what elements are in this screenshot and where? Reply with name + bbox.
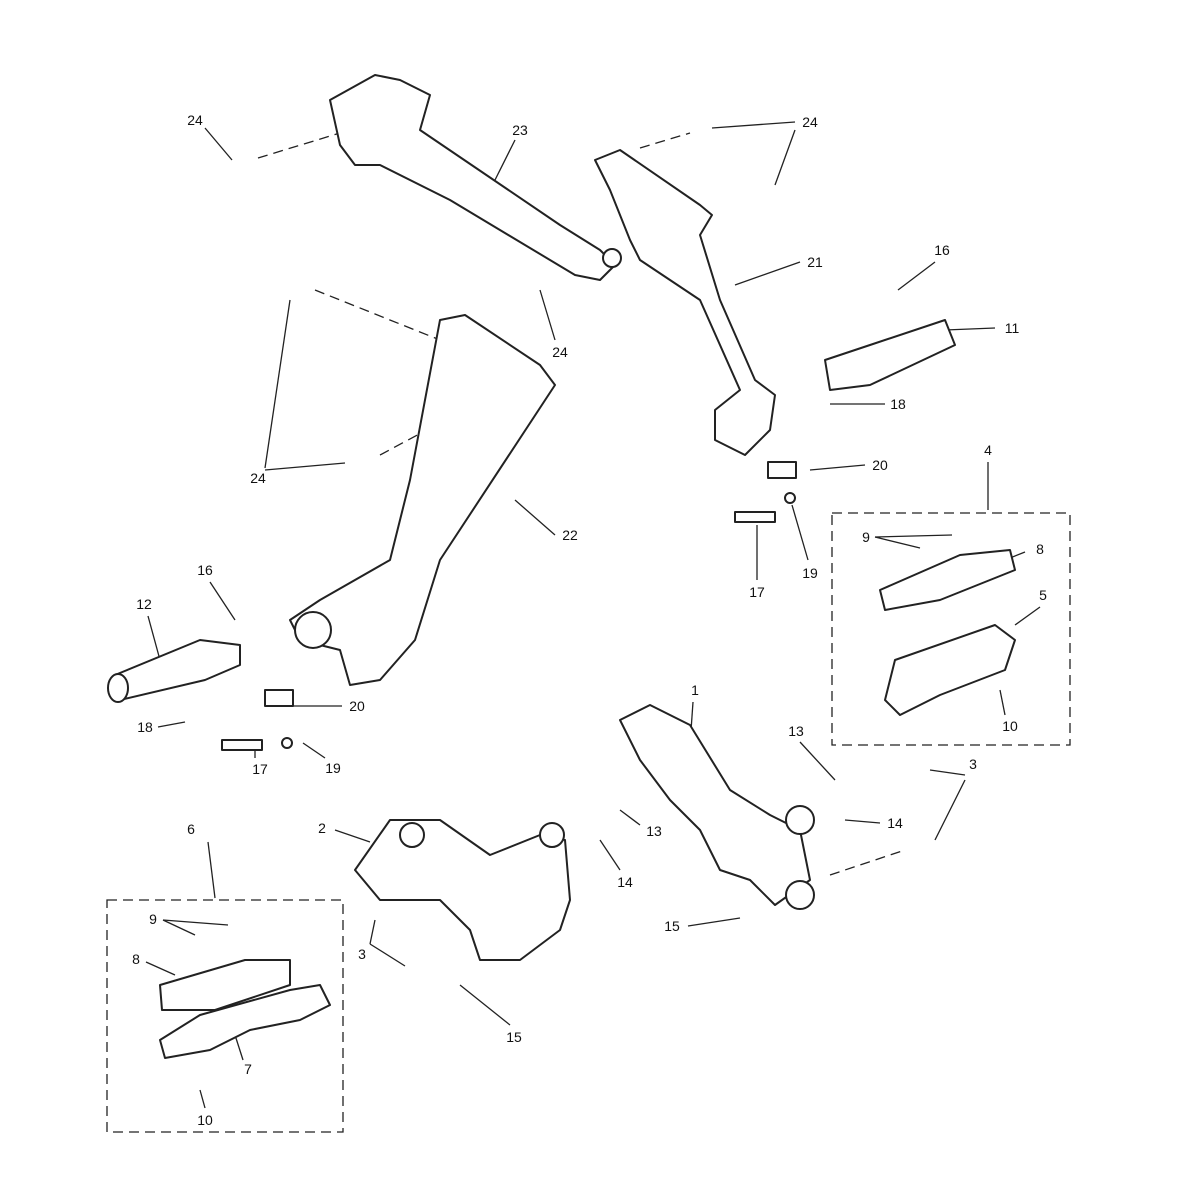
- pivot-collar-2: [785, 880, 815, 910]
- spring-17-right: [734, 511, 776, 523]
- callout: 15: [664, 918, 680, 934]
- spring-17-left: [221, 739, 263, 751]
- rubber-8-bottom: [159, 959, 291, 1011]
- bracket-23: [329, 74, 616, 281]
- callout: 6: [187, 821, 195, 837]
- callout: 19: [802, 565, 818, 581]
- bracket-21: [594, 149, 776, 456]
- callout: 19: [325, 760, 341, 776]
- callout: 10: [197, 1112, 213, 1128]
- callout: 7: [244, 1061, 252, 1077]
- footrest-5: [884, 624, 1016, 716]
- callout: 22: [562, 527, 578, 543]
- callout: 18: [137, 719, 153, 735]
- callout: 16: [934, 242, 950, 258]
- callout: 5: [1039, 587, 1047, 603]
- rubber-8-top: [879, 549, 1016, 611]
- collar-22: [294, 611, 332, 649]
- callout: 23: [512, 122, 528, 138]
- bracket-2: [354, 819, 571, 961]
- callout: 11: [1004, 320, 1020, 336]
- footpeg-12-end: [107, 673, 129, 703]
- callout: 15: [506, 1029, 522, 1045]
- bracket-1: [619, 704, 811, 906]
- collar: [602, 248, 622, 268]
- ball-19-right: [784, 492, 796, 504]
- pivot-collar-4: [539, 822, 565, 848]
- callout: 13: [788, 723, 804, 739]
- callout: 14: [887, 815, 903, 831]
- callout: 12: [136, 596, 152, 612]
- plate-20-left: [264, 689, 294, 707]
- callout: 24: [187, 112, 203, 128]
- callout: 3: [358, 946, 366, 962]
- callout: 24: [802, 114, 818, 130]
- inset-box-6: [106, 899, 344, 1133]
- inset-box-4: [831, 512, 1071, 746]
- callout: 2: [318, 820, 326, 836]
- callout: 4: [984, 442, 992, 458]
- callout: 14: [617, 874, 633, 890]
- pivot-collar-1: [785, 805, 815, 835]
- bracket-22: [289, 314, 556, 686]
- callout: 10: [1002, 718, 1018, 734]
- callout: 13: [646, 823, 662, 839]
- callout: 16: [197, 562, 213, 578]
- leader-lines: [145, 121, 1041, 1109]
- callout: 1: [691, 682, 699, 698]
- callout: 24: [552, 344, 568, 360]
- callout: 17: [252, 761, 268, 777]
- plate-20-right: [767, 461, 797, 479]
- callout: 20: [872, 457, 888, 473]
- callout: 18: [890, 396, 906, 412]
- callout: 9: [862, 529, 870, 545]
- callout: 24: [250, 470, 266, 486]
- callout: 3: [969, 756, 977, 772]
- callout: 8: [132, 951, 140, 967]
- footpeg-11: [824, 319, 956, 391]
- footrest-7: [159, 984, 331, 1059]
- footpeg-12: [114, 639, 241, 701]
- callout: 9: [149, 911, 157, 927]
- pivot-collar-3: [399, 822, 425, 848]
- ball-19-left: [281, 737, 293, 749]
- callout: 20: [349, 698, 365, 714]
- callout: 8: [1036, 541, 1044, 557]
- callout: 21: [807, 254, 823, 270]
- callout: 17: [749, 584, 765, 600]
